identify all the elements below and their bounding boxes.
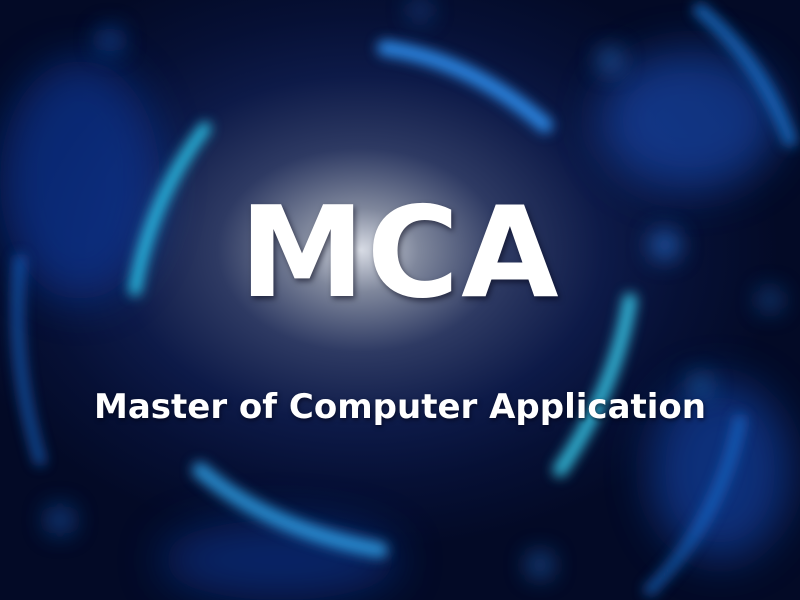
bokeh-lights	[46, 0, 781, 577]
banner-subtitle: Master of Computer Application	[94, 387, 706, 427]
blue-haze	[0, 50, 790, 600]
banner-title: MCA	[239, 179, 561, 326]
light-arcs	[11, 3, 797, 596]
